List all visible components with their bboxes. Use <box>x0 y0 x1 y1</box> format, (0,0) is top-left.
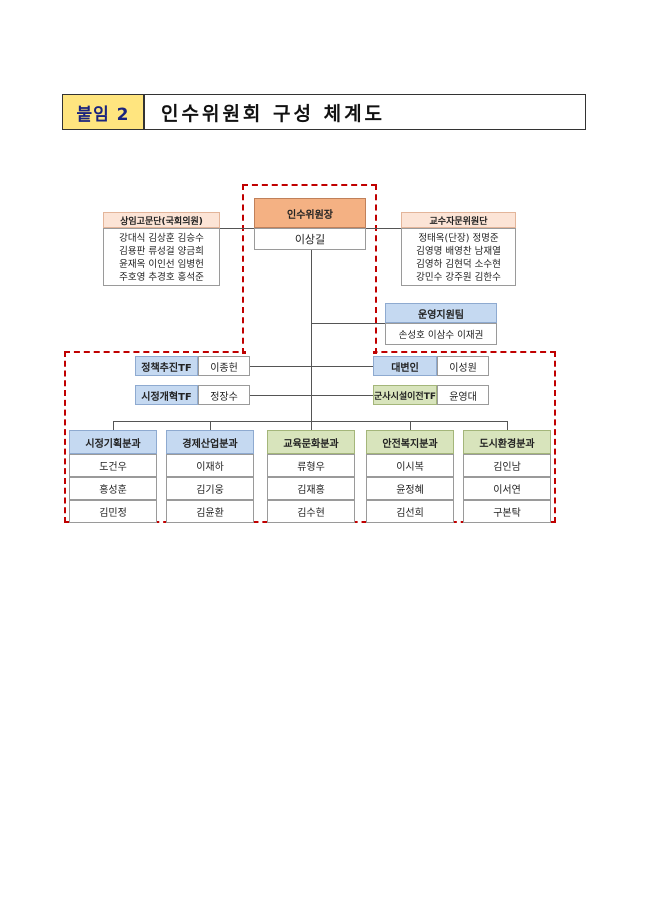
dept-drop-5 <box>507 421 508 430</box>
department-5-title: 도시환경분과 <box>463 430 551 454</box>
tf-row2-connector-line <box>250 395 375 396</box>
dept-drop-1 <box>113 421 114 430</box>
tf-left-2-name: 정장수 <box>198 385 250 405</box>
advisor-right-row: 강민수 강주원 김한수 <box>416 272 501 283</box>
dept-drop-4 <box>410 421 411 430</box>
department-member: 김기웅 <box>166 477 254 500</box>
department-member: 구본탁 <box>463 500 551 523</box>
advisor-right-row: 김영명 배영찬 남재열 <box>416 246 501 257</box>
department-member: 도건우 <box>69 454 157 477</box>
dept-horizontal-line <box>113 421 508 422</box>
advisor-left-row: 강대식 김상훈 김승수 <box>119 233 204 244</box>
department-2-title: 경제산업분과 <box>166 430 254 454</box>
department-member: 김인남 <box>463 454 551 477</box>
department-member: 이서연 <box>463 477 551 500</box>
advisor-left-row: 윤재옥 이인선 임병헌 <box>119 259 204 270</box>
department-4: 안전복지분과 이시복 윤정혜 김선희 <box>366 430 454 523</box>
support-names-box: 손성호 이삼수 이재권 <box>385 323 497 345</box>
dept-drop-2 <box>210 421 211 430</box>
advisor-left-row: 김용판 류성걸 양금희 <box>119 246 204 257</box>
department-member: 홍성훈 <box>69 477 157 500</box>
tf-row1-connector-line <box>250 366 375 367</box>
department-member: 이시복 <box>366 454 454 477</box>
tf-right-2-name: 윤영대 <box>437 385 489 405</box>
dash-merge-mask <box>246 350 373 356</box>
department-2: 경제산업분과 이재하 김기웅 김윤환 <box>166 430 254 523</box>
tf-right-2-title: 군사시설이전TF <box>373 385 437 405</box>
support-connector-line <box>311 323 385 324</box>
tf-left-1-title: 정책추진TF <box>135 356 198 376</box>
department-member: 김수현 <box>267 500 355 523</box>
support-title-box: 운영지원팀 <box>385 303 497 323</box>
department-member: 김민정 <box>69 500 157 523</box>
department-member: 김윤환 <box>166 500 254 523</box>
tf-right-1-title: 대변인 <box>373 356 437 376</box>
main-vertical-line <box>311 250 312 428</box>
tf-right-1-name: 이성원 <box>437 356 489 376</box>
department-member: 윤정혜 <box>366 477 454 500</box>
chair-name-box: 이상길 <box>254 228 366 250</box>
department-4-title: 안전복지분과 <box>366 430 454 454</box>
advisors-right-title: 교수자문위원단 <box>401 212 516 228</box>
department-member: 이재하 <box>166 454 254 477</box>
department-member: 류형우 <box>267 454 355 477</box>
chair-title-box: 인수위원장 <box>254 198 366 228</box>
page-header: 붙임 2 인수위원회 구성 체계도 <box>62 94 586 130</box>
department-3-title: 교육문화분과 <box>267 430 355 454</box>
attachment-label: 붙임 2 <box>63 95 145 129</box>
dept-drop-3 <box>311 421 312 430</box>
department-member: 김재홍 <box>267 477 355 500</box>
advisor-right-row: 김영하 김현덕 소수현 <box>416 259 501 270</box>
tf-left-1-name: 이종헌 <box>198 356 250 376</box>
department-5: 도시환경분과 김인남 이서연 구본탁 <box>463 430 551 523</box>
advisor-left-row: 주호영 추경호 홍석준 <box>119 272 204 283</box>
department-1-title: 시정기획분과 <box>69 430 157 454</box>
advisors-right-names: 정태옥(단장) 정명준 김영명 배영찬 남재열 김영하 김현덕 소수현 강민수 … <box>401 228 516 286</box>
advisor-right-row: 정태옥(단장) 정명준 <box>418 233 499 244</box>
department-member: 김선희 <box>366 500 454 523</box>
advisors-left-names: 강대식 김상훈 김승수 김용판 류성걸 양금희 윤재옥 이인선 임병헌 주호영 … <box>103 228 220 286</box>
page-title: 인수위원회 구성 체계도 <box>161 102 386 125</box>
department-1: 시정기획분과 도건우 홍성훈 김민정 <box>69 430 157 523</box>
tf-left-2-title: 시정개혁TF <box>135 385 198 405</box>
advisors-left-title: 상임고문단(국회의원) <box>103 212 220 228</box>
department-3: 교육문화분과 류형우 김재홍 김수현 <box>267 430 355 523</box>
